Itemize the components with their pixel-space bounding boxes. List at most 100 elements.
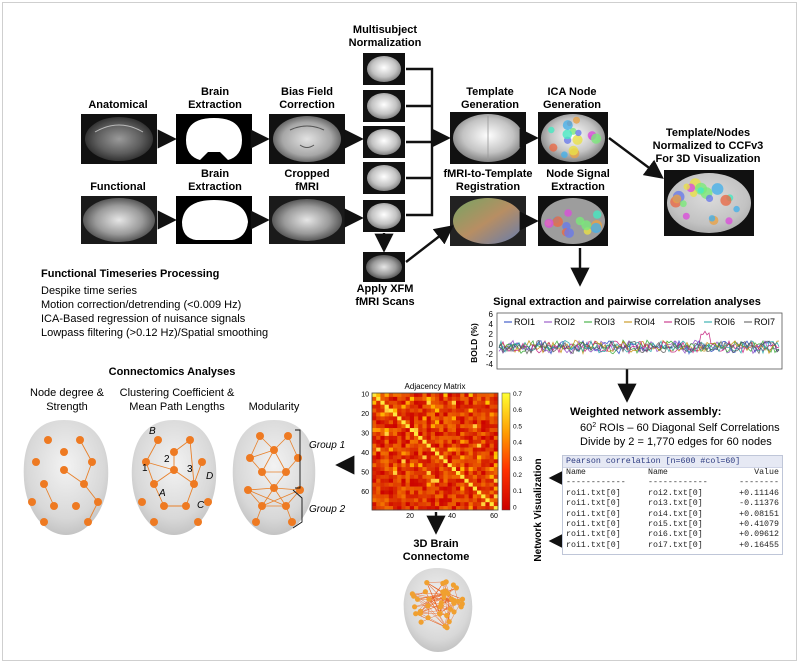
- adjacency-cell: [418, 459, 423, 464]
- adjacency-cell: [460, 404, 465, 409]
- adjacency-cell: [393, 467, 398, 472]
- adjacency-cell: [443, 463, 448, 468]
- adjacency-cell: [388, 428, 394, 433]
- adjacency-cell: [477, 432, 482, 437]
- adjacency-cell: [393, 428, 398, 433]
- adjacency-cell: [426, 474, 432, 480]
- connectome-node: [459, 596, 466, 602]
- adjacency-cell: [430, 459, 436, 464]
- adjacency-cell: [430, 408, 436, 413]
- adjacency-cell: [439, 506, 444, 511]
- adjacency-cell: [489, 455, 495, 460]
- adjacency-cell: [401, 494, 406, 499]
- adjacency-cell: [376, 416, 381, 421]
- adjacency-cell: [489, 506, 495, 511]
- adjacency-cell: [405, 459, 411, 464]
- adjacency-cell: [489, 424, 495, 429]
- adjacency-cell: [397, 428, 402, 433]
- label-ica-node-a: ICA Node: [547, 86, 596, 98]
- ica-node-blob: [581, 220, 592, 231]
- adjacency-cell: [401, 439, 406, 444]
- legend-label: ROI7: [754, 317, 775, 327]
- adjacency-cell: [485, 478, 490, 483]
- adjacency-cell: [485, 424, 490, 429]
- adjacency-cell: [477, 482, 482, 487]
- adjacency-cell: [388, 482, 394, 487]
- adjacency-cell: [405, 443, 411, 448]
- bias-corrected-image: [269, 114, 345, 164]
- adjacency-cell: [426, 439, 432, 444]
- adjacency-cell: [426, 455, 432, 460]
- graph-edge: [273, 487, 301, 491]
- adjacency-cell: [435, 443, 440, 448]
- ica-node-blobs: [544, 116, 740, 238]
- adjacency-cell: [388, 459, 394, 464]
- adjacency-cell: [409, 478, 415, 483]
- adjacency-cell: [451, 486, 457, 491]
- adjacency-cell: [418, 428, 423, 433]
- adjacency-cell: [451, 404, 457, 409]
- graph-edge: [249, 435, 261, 459]
- adjacency-cell: [422, 482, 427, 487]
- adjacency-cell: [393, 494, 398, 499]
- adjacency-cell: [405, 408, 411, 413]
- table-cell: +0.16455: [739, 540, 779, 550]
- adjacency-cell: [493, 502, 499, 507]
- adjacency-cell: [418, 490, 423, 495]
- graph-node: [282, 502, 290, 510]
- adjacency-cell: [468, 420, 474, 425]
- timeseries-item-3: ICA-Based regression of nuisance signals: [41, 313, 246, 325]
- adjacency-cell: [405, 439, 411, 444]
- adjacency-cell: [435, 474, 440, 480]
- adjacency-cell: [388, 412, 394, 417]
- adjacency-cell: [447, 408, 453, 413]
- adjacency-cell: [493, 416, 499, 421]
- adjacency-cell: [422, 443, 427, 448]
- graph-node: [154, 436, 162, 444]
- adjacency-cell: [477, 424, 482, 429]
- adjacency-cell: [372, 393, 377, 398]
- ica-node-blob: [682, 212, 690, 220]
- adjacency-cell: [477, 506, 482, 511]
- graph-edge: [63, 469, 85, 485]
- adjacency-cell: [472, 435, 478, 441]
- table-cell: roi1.txt[0]: [566, 519, 621, 529]
- adjacency-cell: [414, 408, 419, 413]
- adjacency-cell: [380, 435, 385, 441]
- network-line2: Divide by 2 = 1,770 edges for 60 nodes: [580, 436, 772, 448]
- table-row: roi1.txt[0]roi5.txt[0]+0.41079: [563, 520, 782, 530]
- adjacency-cell: [430, 451, 436, 456]
- adjacency-cell: [384, 420, 390, 425]
- adjacency-cell: [414, 439, 419, 444]
- adjacency-cell: [447, 467, 453, 472]
- adjacency-cell: [401, 451, 406, 456]
- table-cell: roi1.txt[0]: [566, 540, 621, 550]
- adjacency-cell: [443, 408, 448, 413]
- adjacency-cell: [401, 443, 406, 448]
- brain-clustering: [131, 420, 217, 535]
- adjacency-cell: [435, 400, 440, 405]
- graph-edge: [247, 487, 275, 491]
- table-cell: +0.08151: [739, 509, 779, 519]
- adjacency-cell: [380, 416, 385, 421]
- adjacency-cell: [456, 471, 461, 476]
- adjacency-cell: [493, 435, 499, 441]
- adjacency-cell: [481, 443, 486, 448]
- adjacency-cell: [489, 393, 495, 398]
- adjacency-cell: [414, 420, 419, 425]
- graph-edge: [247, 489, 287, 507]
- label-bias-field-b: Correction: [279, 99, 335, 111]
- adjacency-cell: [397, 439, 402, 444]
- adjacency-cell: [384, 463, 390, 468]
- adjacency-cell: [384, 490, 390, 495]
- adjacency-cell: [489, 396, 495, 402]
- adjacency-cell: [388, 396, 394, 402]
- adjacency-cell: [430, 439, 436, 444]
- adjacency-cell: [426, 494, 432, 499]
- adjacency-cell: [376, 506, 381, 511]
- adjacency-cell: [422, 439, 427, 444]
- adjacency-cell: [393, 455, 398, 460]
- adjacency-cell: [468, 393, 474, 398]
- adjacency-cell: [477, 412, 482, 417]
- adjacency-cell: [414, 459, 419, 464]
